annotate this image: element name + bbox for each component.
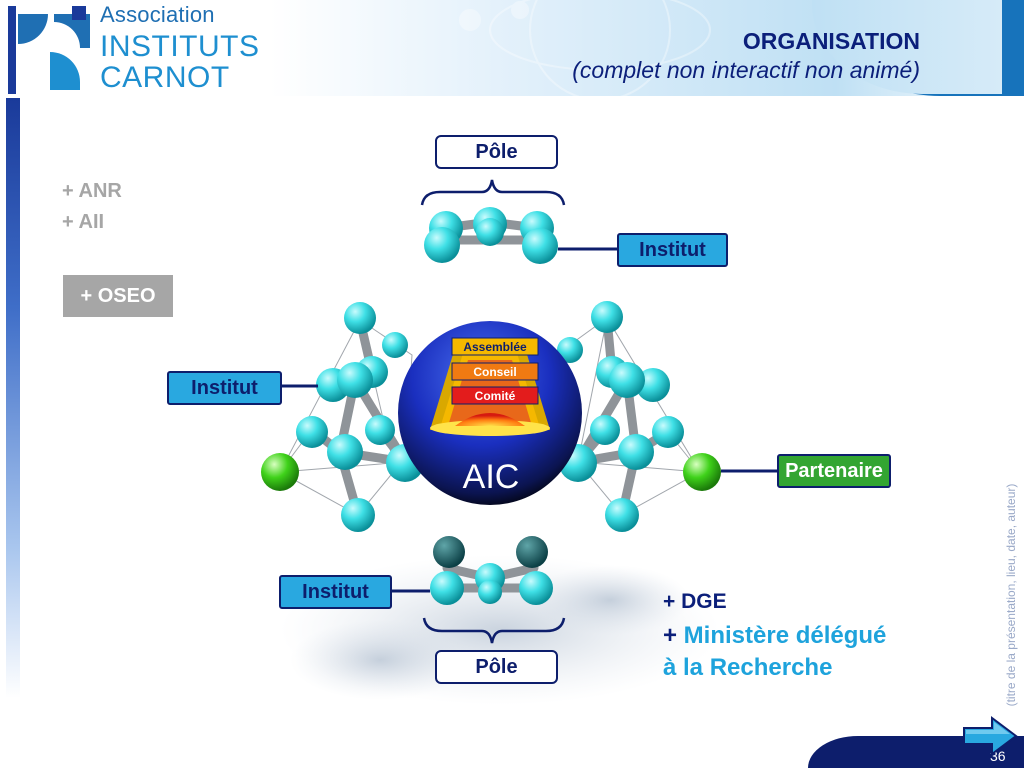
logo-line-instituts: INSTITUTS — [100, 30, 260, 63]
slide-title: ORGANISATION — [742, 28, 920, 54]
bottom-pole-brace — [422, 617, 566, 644]
side-note-item: + ANR — [62, 180, 122, 202]
instituts-carnot-logo-icon — [8, 6, 90, 94]
floor-reflection-left — [290, 620, 470, 700]
ministere-line1: Ministère délégué — [677, 622, 887, 649]
left-accent-bar — [6, 98, 20, 698]
aic-label: AIC — [463, 458, 520, 496]
arrow-right-icon[interactable] — [962, 716, 1018, 756]
left-molecule-cluster — [261, 302, 424, 532]
header-globe-decoration — [459, 0, 711, 96]
layer-conseil-label: Conseil — [473, 365, 516, 379]
left-institut-label: Institut — [167, 371, 282, 405]
ministere-line2: à la Recherche — [663, 654, 833, 681]
slide-title-block: ORGANISATION (complet non interactif non… — [572, 28, 920, 84]
bottom-pole-label: Pôle — [435, 650, 558, 684]
top-institut-label: Institut — [617, 233, 728, 267]
bottom-pole-molecule — [430, 536, 553, 605]
side-notes-list: + ANR + AII — [62, 176, 122, 238]
ministere-note: + Ministère délégué à la Recherche — [663, 620, 886, 684]
layer-comite-label: Comité — [475, 389, 516, 403]
top-pole-molecule — [424, 207, 558, 264]
aic-layer-labels: Assemblée Conseil Comité — [451, 337, 539, 405]
top-pole-brace — [420, 179, 566, 206]
oseo-highlight: + OSEO — [63, 275, 173, 317]
partenaire-label: Partenaire — [777, 454, 891, 488]
partner-atom-left — [261, 453, 299, 491]
right-molecule-cluster — [557, 301, 721, 532]
layer-assemblee-label: Assemblée — [463, 340, 527, 354]
logo: Association INSTITUTS CARNOT — [0, 0, 270, 96]
side-note-item: + AII — [62, 211, 105, 233]
slide-subtitle: (complet non interactif non animé) — [572, 57, 920, 83]
ministere-plus: + — [663, 622, 678, 649]
dge-note: + DGE — [663, 590, 727, 613]
logo-line-association: Association — [100, 2, 215, 27]
logo-line-carnot: CARNOT — [100, 61, 230, 94]
bottom-institut-label: Institut — [279, 575, 392, 609]
floor-reflection-right — [530, 565, 690, 635]
presentation-meta-vertical: (titre de la présentation, lieu, date, a… — [1004, 483, 1018, 707]
top-pole-label: Pôle — [435, 135, 558, 169]
partner-atom-right — [683, 453, 721, 491]
